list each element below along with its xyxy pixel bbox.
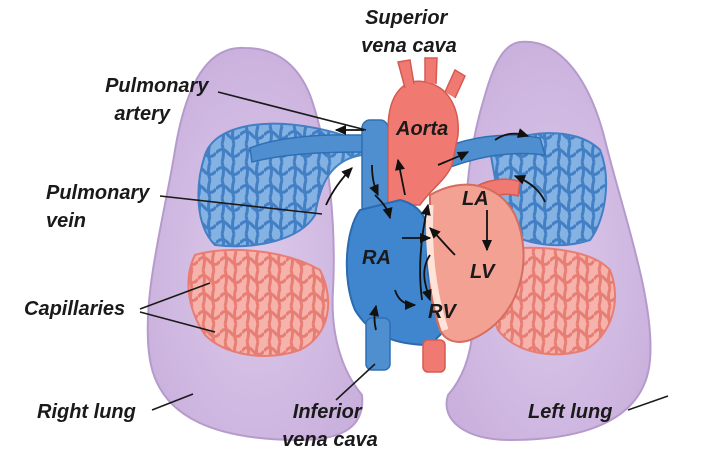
label-la: LA <box>462 188 489 210</box>
label-capillaries: Capillaries <box>24 298 125 320</box>
label-aorta: Aorta <box>395 118 448 140</box>
right-lung-red-network <box>188 250 328 356</box>
superior-vena-cava-vessel <box>362 120 388 215</box>
label-ra: RA <box>362 247 391 269</box>
label-pulmonary-vein: Pulmonary vein <box>46 182 155 232</box>
label-rv: RV <box>428 301 457 323</box>
label-lv: LV <box>470 261 496 283</box>
inferior-vena-cava-vessel <box>366 318 390 370</box>
descending-aorta-vessel <box>423 340 445 372</box>
label-right-lung: Right lung <box>37 401 136 423</box>
label-left-lung: Left lung <box>528 401 612 423</box>
label-superior-vena-cava: Superior vena cava <box>361 7 457 57</box>
